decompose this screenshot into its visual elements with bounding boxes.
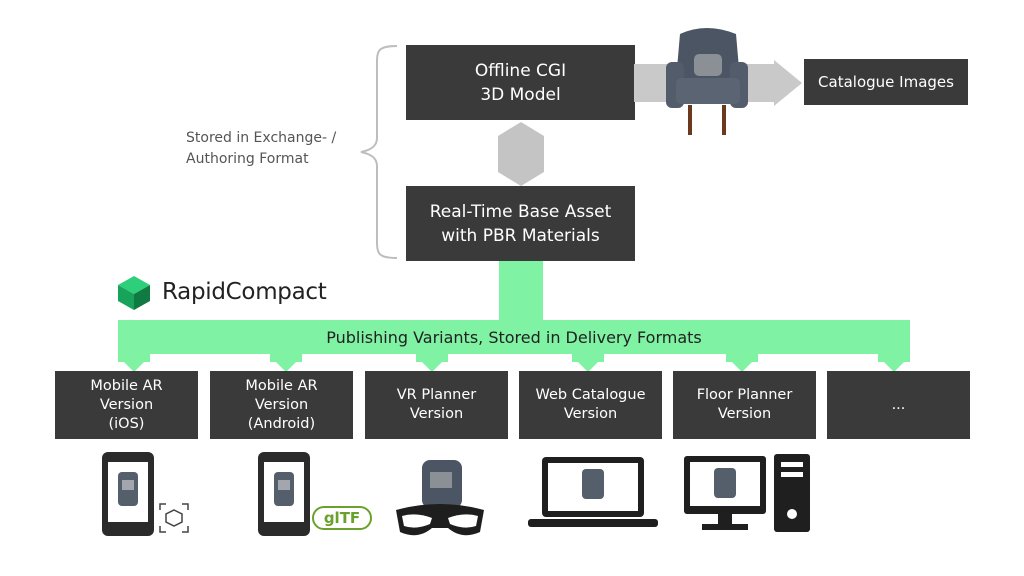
brace [360, 45, 398, 259]
smartphone-icon [102, 452, 154, 536]
hexagon-connector [498, 122, 544, 186]
variant-box-mobile-android: Mobile AR Version (Android) [210, 371, 353, 439]
brand-name: RapidCompact [162, 279, 327, 305]
offline-cgi-box: Offline CGI 3D Model [406, 45, 635, 120]
gltf-badge: glTF [312, 506, 372, 530]
catalogue-images-box: Catalogue Images [804, 59, 968, 105]
desktop-computer-icon [684, 454, 810, 532]
stored-format-note: Stored in Exchange- / Authoring Format [186, 130, 337, 167]
variant-box-floor-planner: Floor Planner Version [673, 371, 816, 439]
ar-cube-icon [159, 503, 189, 533]
variant-box-mobile-ios: Mobile AR Version (iOS) [55, 371, 198, 439]
realtime-asset-box: Real-Time Base Asset with PBR Materials [406, 186, 635, 261]
smartphone-icon [258, 452, 310, 536]
variant-box-web-catalogue: Web Catalogue Version [519, 371, 662, 439]
variant-box-vr-planner: VR Planner Version [365, 371, 508, 439]
cube-logo-icon [118, 276, 150, 310]
vr-headset-icon [396, 460, 484, 536]
variant-box-more: ... [827, 371, 970, 439]
publishing-bar: Publishing Variants, Stored in Delivery … [118, 320, 910, 354]
variant-arrows [118, 354, 910, 372]
asset-stem [499, 261, 543, 321]
laptop-icon [528, 457, 658, 527]
armchair-image [666, 28, 748, 135]
